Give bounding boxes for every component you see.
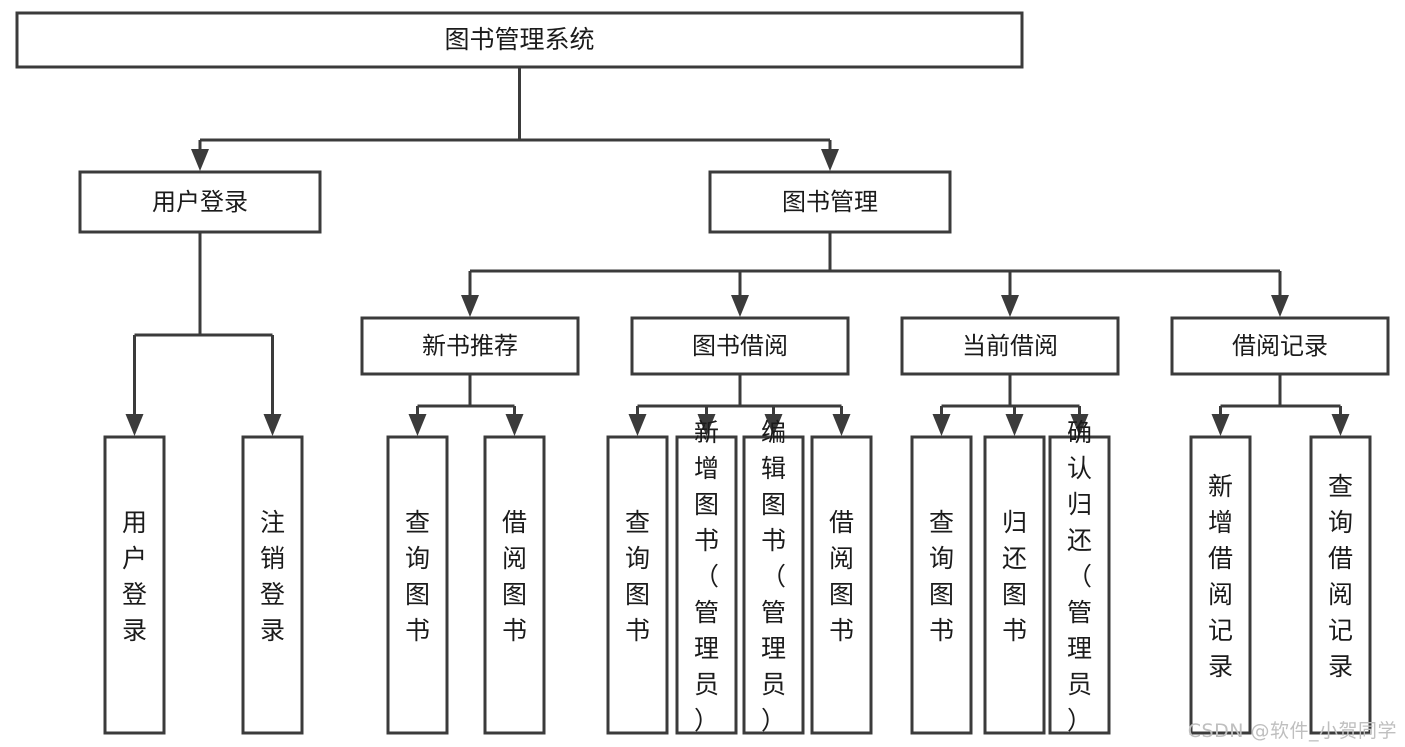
tree-node[interactable]: 新增借阅记录 <box>1189 435 1252 735</box>
node-label: 归还图书 <box>1002 508 1027 645</box>
arrow-head-icon <box>1070 414 1089 436</box>
tree-node[interactable]: 借阅图书 <box>810 435 873 735</box>
node-label: 当前借阅 <box>962 332 1058 360</box>
node-box[interactable] <box>983 435 1046 735</box>
arrow-head-icon <box>461 295 479 317</box>
node-label: 查询图书 <box>405 508 430 645</box>
tree-node[interactable]: 归还图书 <box>983 435 1046 735</box>
tree-node[interactable]: 图书管理系统 <box>15 11 1024 69</box>
node-label: 新增借阅记录 <box>1208 472 1233 681</box>
arrow-head-icon <box>1211 414 1230 436</box>
tree-node[interactable]: 确认归还（管理员） <box>1048 418 1111 735</box>
node-box[interactable] <box>742 435 805 735</box>
arrow-head-icon <box>263 414 282 436</box>
node-label: 查询借阅记录 <box>1328 472 1353 681</box>
node-label: 查询图书 <box>929 508 954 645</box>
arrow-head-icon <box>1331 414 1350 436</box>
tree-node[interactable]: 用户登录 <box>78 170 322 234</box>
tree-node[interactable]: 借阅记录 <box>1170 316 1390 376</box>
arrow-head-icon <box>408 414 427 436</box>
tree-node[interactable]: 查询图书 <box>606 435 669 735</box>
arrow-head-icon <box>697 414 716 436</box>
node-box[interactable] <box>810 435 873 735</box>
tree-node[interactable]: 新增图书（管理员） <box>675 418 738 735</box>
node-box[interactable] <box>630 316 850 376</box>
arrow-head-icon <box>191 149 209 171</box>
arrow-head-icon <box>832 414 851 436</box>
node-label: 借阅记录 <box>1232 332 1328 360</box>
node-box[interactable] <box>900 316 1120 376</box>
arrow-head-icon <box>1005 414 1024 436</box>
arrow-head-icon <box>932 414 951 436</box>
node-box[interactable] <box>103 435 166 735</box>
node-box[interactable] <box>708 170 952 234</box>
node-label: 用户登录 <box>152 188 248 216</box>
node-box[interactable] <box>1170 316 1390 376</box>
node-box[interactable] <box>606 435 669 735</box>
node-box[interactable] <box>1309 435 1372 735</box>
tree-node[interactable]: 查询图书 <box>910 435 973 735</box>
tree-node[interactable]: 借阅图书 <box>483 435 546 735</box>
node-label: 新增图书（管理员） <box>694 418 719 735</box>
tree-node[interactable]: 图书管理 <box>708 170 952 234</box>
node-layer: 图书管理系统用户登录用户登录注销登录图书管理新书推荐查询图书借阅图书图书借阅查询… <box>15 11 1390 735</box>
tree-node[interactable]: 当前借阅 <box>900 316 1120 376</box>
node-box[interactable] <box>1048 435 1111 735</box>
node-label: 用户登录 <box>122 508 147 645</box>
node-label: 借阅图书 <box>502 508 527 645</box>
node-label: 查询图书 <box>625 508 650 645</box>
node-box[interactable] <box>483 435 546 735</box>
watermark-text: CSDN @软件_小贺同学 <box>1187 720 1397 742</box>
tree-node[interactable]: 查询图书 <box>386 435 449 735</box>
arrow-head-icon <box>1271 295 1289 317</box>
node-box[interactable] <box>675 435 738 735</box>
tree-node[interactable]: 用户登录 <box>103 435 166 735</box>
tree-node[interactable]: 图书借阅 <box>630 316 850 376</box>
node-label: 新书推荐 <box>422 332 518 360</box>
node-box[interactable] <box>1189 435 1252 735</box>
arrow-head-icon <box>1001 295 1019 317</box>
node-label: 注销登录 <box>260 508 285 645</box>
node-label: 图书管理 <box>782 188 878 216</box>
node-label: 借阅图书 <box>829 508 854 645</box>
node-box[interactable] <box>910 435 973 735</box>
arrow-head-icon <box>125 414 144 436</box>
node-box[interactable] <box>360 316 580 376</box>
node-box[interactable] <box>78 170 322 234</box>
node-label: 图书管理系统 <box>444 25 594 54</box>
tree-node[interactable]: 编辑图书（管理员） <box>742 418 805 735</box>
node-label: 编辑图书（管理员） <box>761 418 786 735</box>
node-box[interactable] <box>386 435 449 735</box>
arrow-head-icon <box>628 414 647 436</box>
arrow-head-icon <box>764 414 783 436</box>
tree-node[interactable]: 查询借阅记录 <box>1309 435 1372 735</box>
arrow-head-icon <box>821 149 839 171</box>
connector-layer <box>125 67 1350 436</box>
arrow-head-icon <box>731 295 749 317</box>
node-box[interactable] <box>15 11 1024 69</box>
node-label: 确认归还（管理员） <box>1067 418 1092 735</box>
arrow-head-icon <box>505 414 524 436</box>
tree-node[interactable]: 注销登录 <box>241 435 304 735</box>
node-label: 图书借阅 <box>692 332 788 360</box>
node-box[interactable] <box>241 435 304 735</box>
tree-node[interactable]: 新书推荐 <box>360 316 580 376</box>
